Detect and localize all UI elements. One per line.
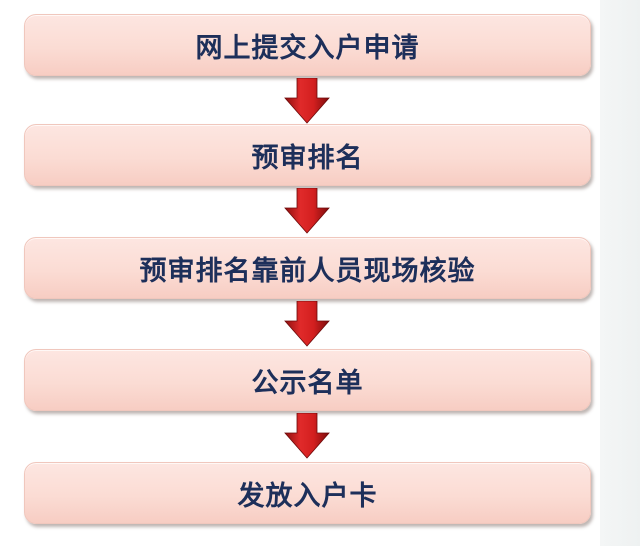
step-box-issue-card: 发放入户卡 — [24, 462, 591, 524]
step-label: 发放入户卡 — [237, 480, 378, 512]
step-label: 公示名单 — [251, 367, 364, 399]
down-arrow-icon — [284, 301, 330, 347]
step-label: 网上提交入户申请 — [195, 32, 420, 64]
step-box-onsite-verification: 预审排名靠前人员现场核验 — [24, 237, 591, 299]
down-arrow-icon — [284, 78, 330, 124]
background-strip — [600, 0, 640, 546]
step-box-submit-application: 网上提交入户申请 — [24, 14, 591, 76]
step-box-pre-review-ranking: 预审排名 — [24, 124, 591, 186]
down-arrow-icon — [284, 188, 330, 234]
down-arrow-icon — [284, 413, 330, 459]
step-label: 预审排名 — [251, 142, 364, 174]
step-box-publish-list: 公示名单 — [24, 349, 591, 411]
step-label: 预审排名靠前人员现场核验 — [139, 255, 476, 287]
